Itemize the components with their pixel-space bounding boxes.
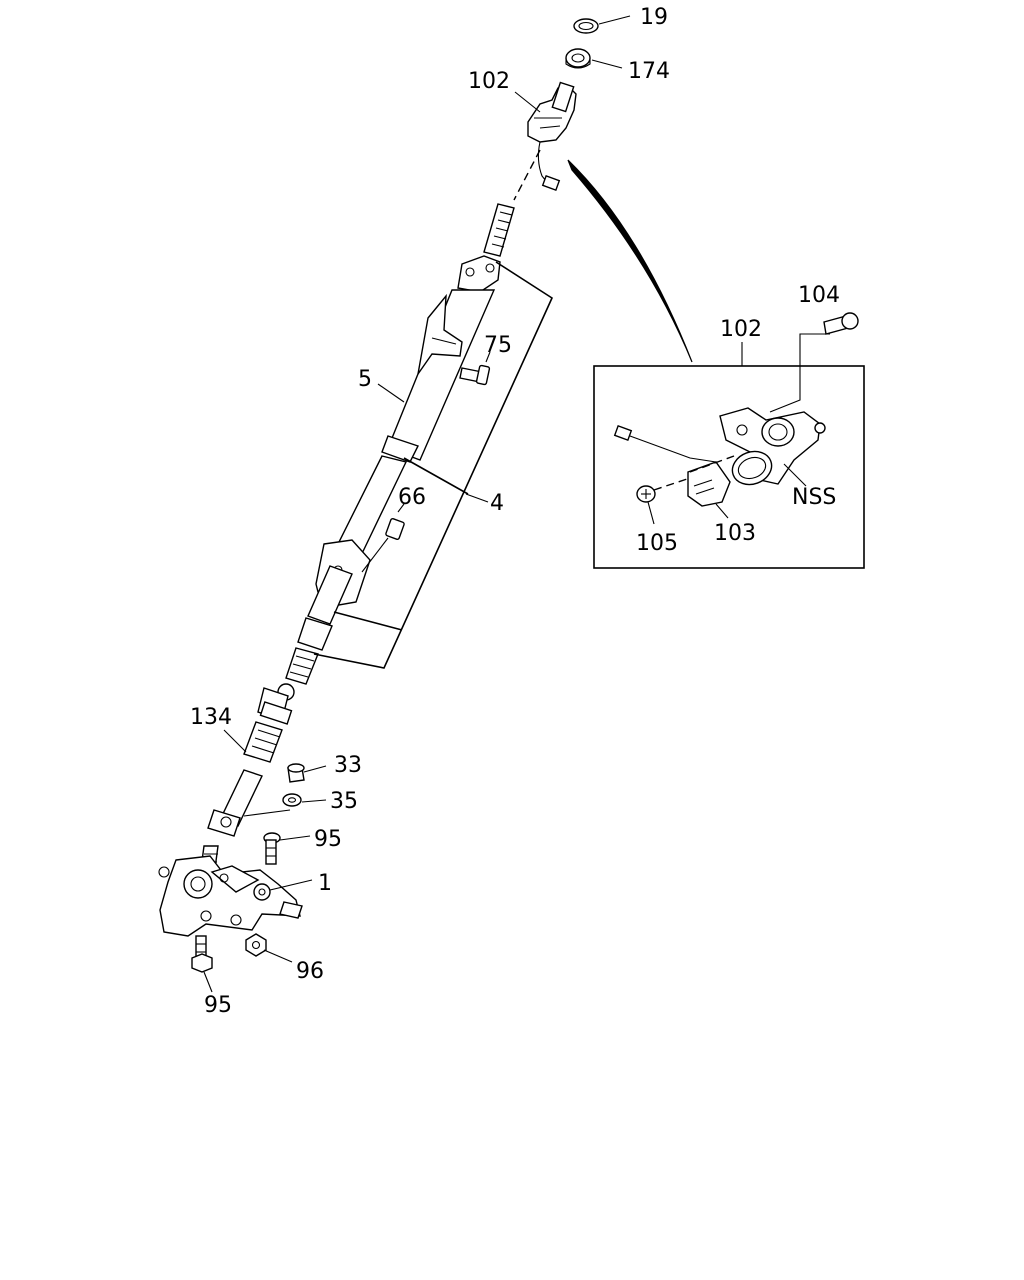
bolt-95-lower: [191, 935, 213, 973]
bolt-33: [287, 763, 305, 783]
washer-35: [282, 793, 302, 807]
wire-harness-connector: [613, 425, 735, 473]
bolt-66: [361, 518, 405, 573]
steering-column-lower-4: [285, 435, 419, 685]
label-19: 19: [640, 5, 668, 30]
label-134: 134: [190, 705, 232, 730]
label-1: 1: [318, 871, 332, 896]
switch-body-nss: [719, 407, 826, 485]
label-4: 4: [490, 491, 504, 516]
label-35: 35: [330, 789, 358, 814]
label-96: 96: [296, 959, 324, 984]
label-102-top: 102: [468, 69, 510, 94]
steering-gear-1: [158, 845, 303, 937]
snap-ring-19: [573, 18, 599, 34]
bolt-95-upper: [263, 832, 281, 865]
nut-96: [245, 933, 267, 957]
combination-switch-102-top: [527, 81, 577, 191]
label-95-upper: 95: [314, 827, 342, 852]
label-104: 104: [798, 283, 840, 308]
intermediate-shaft-134: [207, 683, 295, 837]
bushing-174: [565, 48, 591, 69]
label-5: 5: [358, 367, 372, 392]
label-174: 174: [628, 59, 670, 84]
label-75: 75: [484, 333, 512, 358]
label-105: 105: [636, 531, 678, 556]
ring-103: [687, 450, 773, 507]
label-95-lower: 95: [204, 993, 232, 1018]
bolt-75: [459, 364, 491, 386]
label-nss: NSS: [792, 485, 836, 510]
screw-104: [823, 312, 859, 335]
label-102-inset: 102: [720, 317, 762, 342]
inset-detail-box: [593, 365, 865, 569]
screw-105: [636, 477, 691, 503]
label-103: 103: [714, 521, 756, 546]
steering-column-upper-5: [387, 203, 515, 461]
label-33: 33: [334, 753, 362, 778]
label-66: 66: [398, 485, 426, 510]
callout-arrow: [567, 159, 693, 363]
group-bracket-4: [313, 261, 554, 669]
